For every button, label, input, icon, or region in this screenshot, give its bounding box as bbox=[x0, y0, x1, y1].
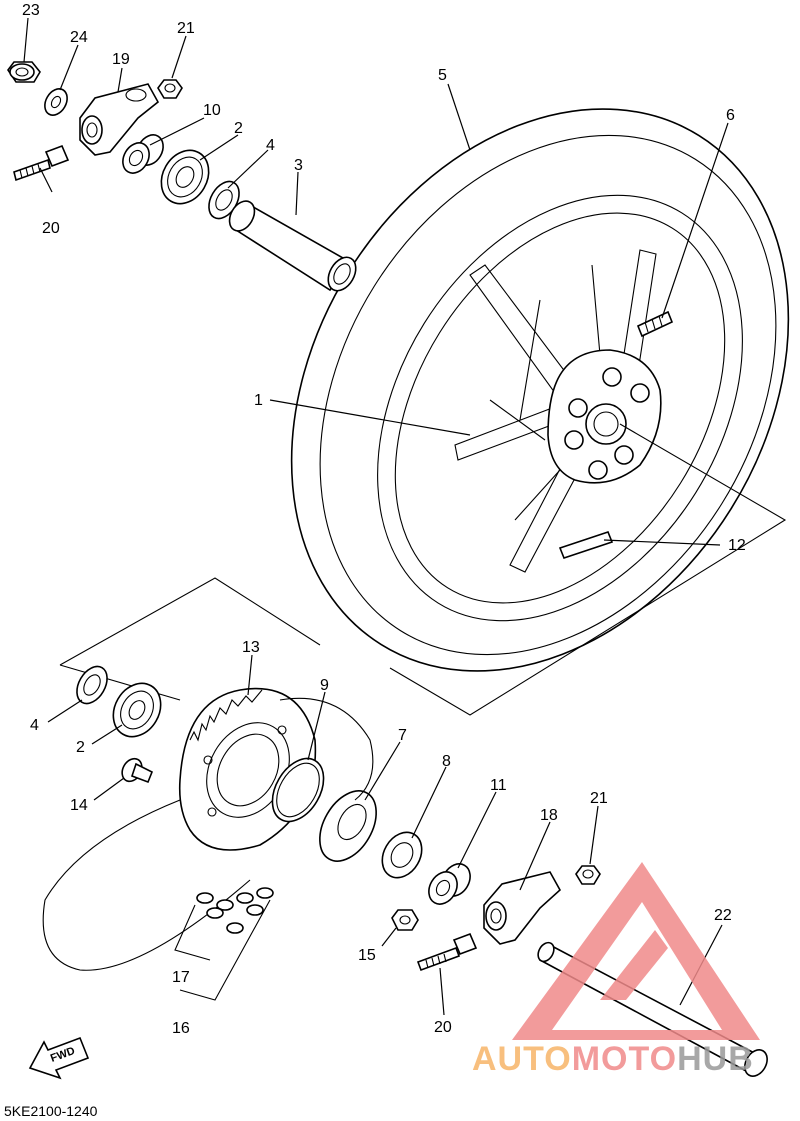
callout-7: 7 bbox=[398, 727, 407, 744]
nut-21-bottom bbox=[575, 865, 601, 885]
valve-6 bbox=[636, 310, 674, 338]
callout-16: 16 bbox=[172, 1020, 190, 1037]
callout-15: 15 bbox=[358, 947, 376, 964]
adjuster-18 bbox=[483, 871, 562, 945]
wheel-hub bbox=[547, 349, 662, 484]
callout-17: 17 bbox=[172, 969, 190, 986]
cast-wheel-1 bbox=[454, 249, 674, 573]
clutch-hub-7 bbox=[319, 790, 377, 862]
leader-lines bbox=[23, 17, 729, 1016]
callout-22: 22 bbox=[714, 907, 732, 924]
collar-11 bbox=[428, 863, 471, 905]
watermark-auto: AUTO bbox=[472, 1040, 572, 1078]
callout-18: 18 bbox=[540, 807, 558, 824]
washer-24 bbox=[44, 88, 68, 116]
callout-2-top: 2 bbox=[234, 120, 243, 137]
watermark-logo-icon bbox=[512, 862, 760, 1040]
callout-19: 19 bbox=[112, 51, 130, 68]
callout-10: 10 bbox=[203, 102, 221, 119]
callout-21-bottom: 21 bbox=[590, 790, 608, 807]
callout-23: 23 bbox=[22, 2, 40, 19]
bolt-20-top bbox=[13, 144, 70, 182]
drive-chain-16 bbox=[42, 697, 374, 1001]
callout-2-bottom: 2 bbox=[76, 739, 85, 756]
callout-9: 9 bbox=[320, 677, 329, 694]
callout-13: 13 bbox=[242, 639, 260, 656]
o-ring-9 bbox=[271, 757, 325, 823]
collar-10 bbox=[122, 134, 164, 174]
callout-12: 12 bbox=[728, 537, 746, 554]
spacer-3 bbox=[228, 200, 357, 292]
watermark-moto: MOTO bbox=[572, 1040, 677, 1078]
callout-20-bottom: 20 bbox=[434, 1019, 452, 1036]
bearing-8 bbox=[381, 831, 423, 879]
bearing-2-bottom bbox=[112, 682, 162, 738]
callout-20-top: 20 bbox=[42, 220, 60, 237]
chain-joint-17 bbox=[196, 887, 274, 934]
callout-1: 1 bbox=[254, 392, 263, 409]
callout-24: 24 bbox=[70, 29, 88, 46]
callout-4-bottom: 4 bbox=[30, 717, 39, 734]
callout-labels: 23 24 19 21 10 2 4 3 5 6 20 1 12 13 9 7 … bbox=[22, 2, 746, 1037]
assembly-frame bbox=[59, 577, 321, 666]
nut-15 bbox=[391, 909, 419, 931]
adjuster-19 bbox=[79, 83, 160, 156]
callout-3: 3 bbox=[294, 157, 303, 174]
callout-21-top: 21 bbox=[177, 20, 195, 37]
callout-5: 5 bbox=[438, 67, 447, 84]
oil-seal-4-bottom bbox=[76, 665, 108, 705]
callout-14: 14 bbox=[70, 797, 88, 814]
callout-11: 11 bbox=[490, 777, 507, 794]
tire-5 bbox=[290, 108, 790, 672]
stud-bolt-14 bbox=[121, 757, 154, 784]
fwd-arrow-icon: FWD bbox=[28, 1036, 90, 1080]
watermark: AUTOMOTOHUB bbox=[472, 862, 760, 1078]
balance-weight-12 bbox=[558, 531, 614, 559]
nut-23 bbox=[7, 61, 41, 83]
watermark-text: AUTOMOTOHUB bbox=[472, 1040, 754, 1078]
bearing-2-top bbox=[160, 149, 210, 205]
nut-21-top bbox=[157, 79, 183, 99]
callout-8: 8 bbox=[442, 753, 451, 770]
callout-4-top: 4 bbox=[266, 137, 275, 154]
watermark-hub: HUB bbox=[677, 1040, 754, 1078]
callout-6: 6 bbox=[726, 107, 735, 124]
bolt-20-bottom bbox=[416, 932, 478, 972]
diagram-code: 5KE2100-1240 bbox=[4, 1103, 98, 1119]
